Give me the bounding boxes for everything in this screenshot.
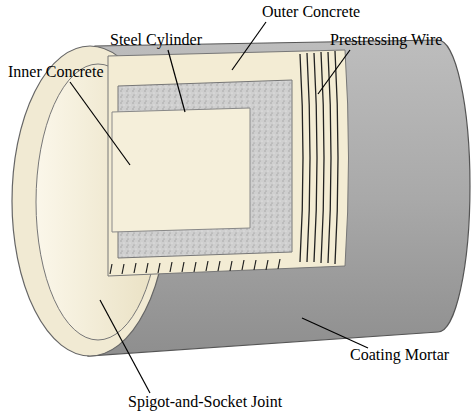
pipe-part <box>70 82 130 165</box>
pipe-part <box>254 260 256 270</box>
outer-concrete-cut <box>108 50 349 276</box>
part-label: Steel Cylinder <box>110 31 202 49</box>
pipe-part <box>158 263 160 273</box>
pipe-part <box>318 50 350 94</box>
pipe-part <box>232 22 266 70</box>
pipe-part <box>182 262 184 272</box>
pipe-part <box>170 262 172 272</box>
pipe-part <box>278 259 280 269</box>
pipe-part <box>218 261 220 271</box>
pipe-part <box>194 262 196 272</box>
pipe-part <box>122 264 124 274</box>
pipe-part <box>321 52 324 263</box>
pipe-part <box>168 50 185 112</box>
part-label: Prestressing Wire <box>330 31 442 49</box>
pipe-part <box>146 263 148 273</box>
pipe-part <box>328 52 331 263</box>
pipe-part <box>110 264 112 274</box>
pipe-part <box>300 54 303 262</box>
part-label: Spigot-and-Socket Joint <box>128 393 282 411</box>
prestressing-wire-lines <box>300 51 338 264</box>
pipe-part <box>307 53 310 262</box>
pipe-part <box>266 260 268 270</box>
inner-concrete-cut <box>112 108 250 232</box>
part-label: Coating Mortar <box>350 346 449 364</box>
leader-lines <box>70 22 368 393</box>
wire-ticks <box>110 259 280 274</box>
pipe-part <box>335 51 338 264</box>
part-label: Inner Concrete <box>8 63 104 81</box>
pipe-part <box>242 260 244 270</box>
part-label: Outer Concrete <box>262 3 360 21</box>
pipe-part <box>314 53 317 262</box>
pipe-part <box>100 300 150 393</box>
pipe-part <box>302 318 368 348</box>
pipe-part <box>206 261 208 271</box>
pipe-part <box>134 263 136 273</box>
pipe-part <box>230 261 232 271</box>
